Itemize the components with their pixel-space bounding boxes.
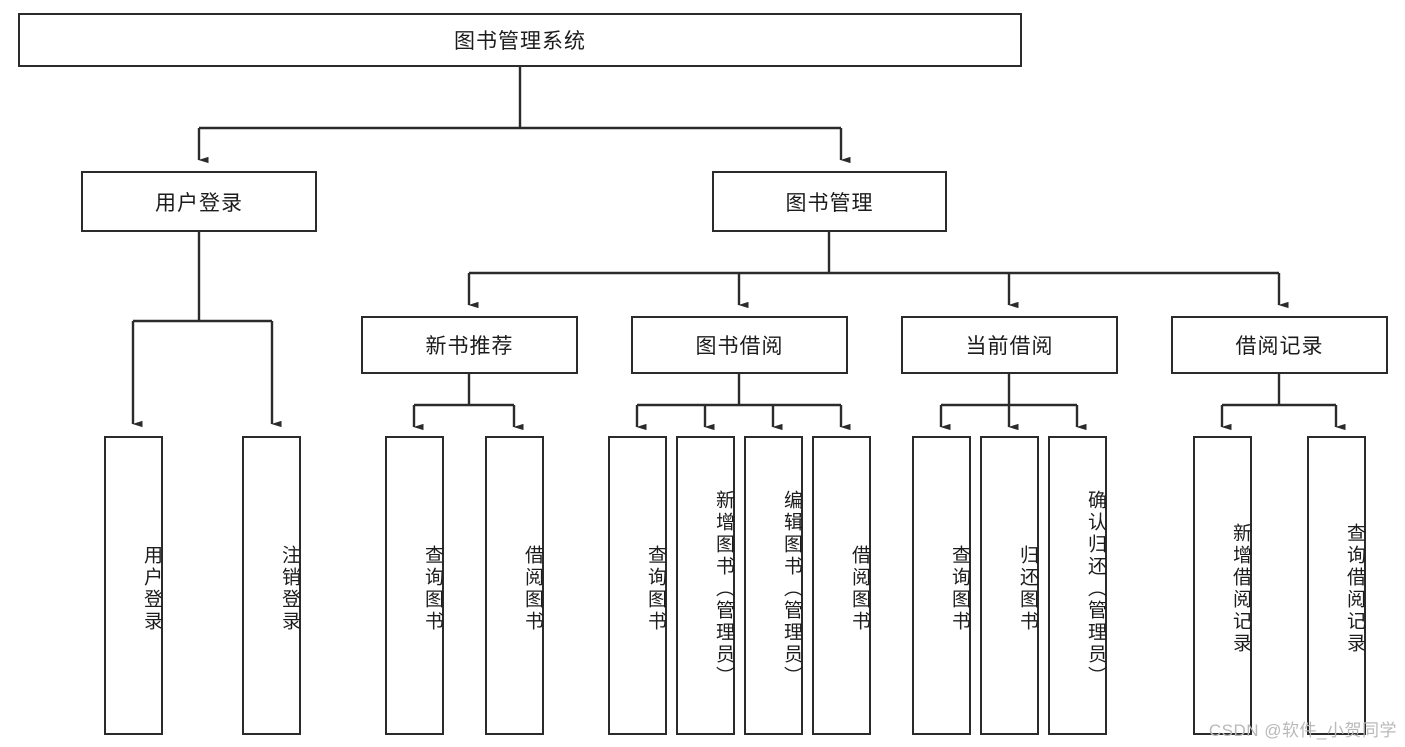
node-root-book-management-system[interactable]: 图书管理系统 (18, 13, 1022, 67)
leaf-add-book-admin[interactable]: 新增图书（管理员） (676, 436, 735, 735)
node-new-book-recommend[interactable]: 新书推荐 (361, 316, 578, 374)
node-label: 新书推荐 (425, 335, 514, 358)
node-user-login[interactable]: 用户登录 (81, 171, 317, 232)
leaf-user-login[interactable]: 用户登录 (104, 436, 163, 735)
node-current-borrow[interactable]: 当前借阅 (901, 316, 1118, 374)
leaf-borrow-book[interactable]: 借阅图书 (812, 436, 871, 735)
node-label: 用户登录 (155, 191, 243, 215)
leaf-query-book-recommend[interactable]: 查询图书 (385, 436, 444, 735)
node-label: 确认归还（管理员） (1085, 489, 1106, 688)
node-book-management[interactable]: 图书管理 (712, 171, 947, 232)
node-label: 注销登录 (279, 544, 300, 633)
leaf-return-book[interactable]: 归还图书 (980, 436, 1039, 735)
leaf-edit-book-admin[interactable]: 编辑图书（管理员） (744, 436, 803, 735)
leaf-query-book-borrow[interactable]: 查询图书 (608, 436, 667, 735)
node-label: 当前借阅 (965, 335, 1054, 358)
leaf-borrow-book-recommend[interactable]: 借阅图书 (485, 436, 544, 735)
leaf-query-book-current[interactable]: 查询图书 (912, 436, 971, 735)
node-label: 查询图书 (949, 544, 970, 633)
node-label: 借阅图书 (849, 544, 870, 633)
node-label: 查询图书 (422, 544, 443, 633)
node-label: 查询借阅记录 (1344, 522, 1365, 655)
node-label: 新增图书（管理员） (713, 489, 734, 688)
node-label: 借阅图书 (522, 544, 543, 633)
node-borrow-record[interactable]: 借阅记录 (1171, 316, 1388, 374)
node-label: 新增借阅记录 (1230, 522, 1251, 655)
node-label: 查询图书 (645, 544, 666, 633)
node-label: 图书管理系统 (454, 30, 586, 53)
node-label: 借阅记录 (1235, 335, 1324, 358)
leaf-logout[interactable]: 注销登录 (242, 436, 301, 735)
leaf-add-borrow-record[interactable]: 新增借阅记录 (1193, 436, 1252, 735)
node-label: 用户登录 (141, 544, 162, 633)
node-label: 图书管理 (785, 191, 874, 215)
node-label: 图书借阅 (695, 335, 784, 358)
node-label: 归还图书 (1017, 544, 1038, 633)
node-label: 编辑图书（管理员） (781, 489, 802, 688)
node-book-borrow[interactable]: 图书借阅 (631, 316, 848, 374)
leaf-query-borrow-record[interactable]: 查询借阅记录 (1307, 436, 1366, 735)
leaf-confirm-return-admin[interactable]: 确认归还（管理员） (1048, 436, 1107, 735)
watermark-text: CSDN @软件_小贺同学 (1208, 721, 1397, 740)
